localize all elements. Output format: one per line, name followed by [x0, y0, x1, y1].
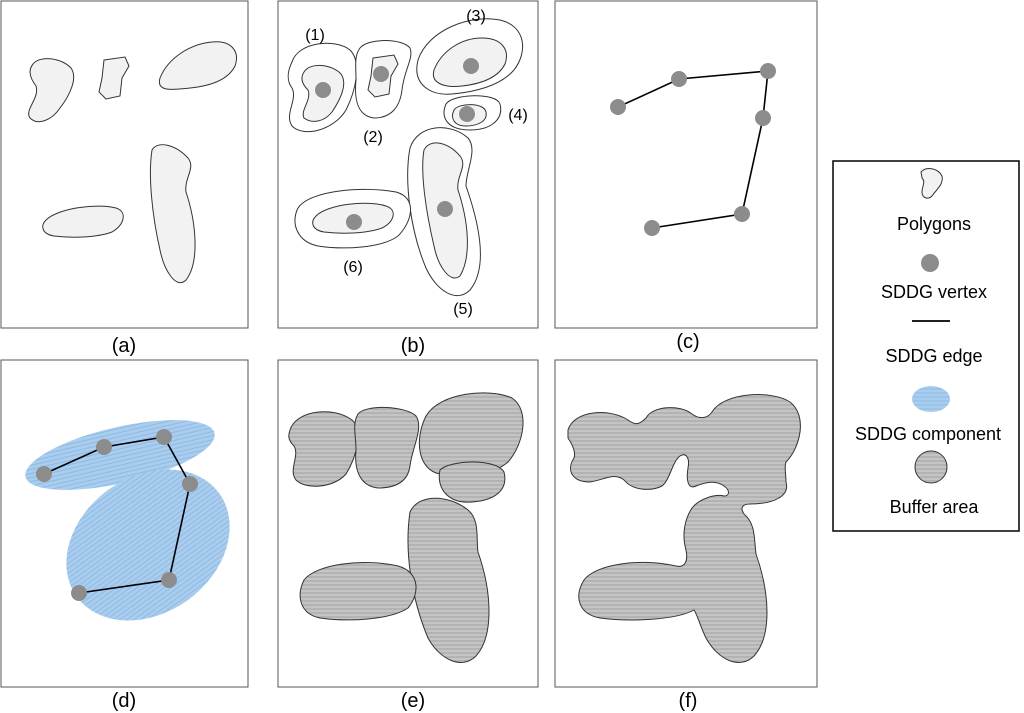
panel-f-caption: (f)	[679, 690, 698, 712]
polygon-6	[42, 205, 124, 238]
vertices-c	[610, 63, 776, 236]
vertex-5	[437, 201, 453, 217]
region-label-6: (6)	[343, 259, 363, 276]
vertex-3	[463, 58, 479, 74]
legend-label-edge: SDDG edge	[885, 346, 982, 366]
sddg-edges-d	[43, 436, 191, 594]
panel-d: (d)	[0, 359, 249, 712]
panel-a: (a)	[0, 0, 249, 357]
vertex-4	[459, 106, 475, 122]
polygon-3	[158, 41, 237, 90]
buffer-shapes-e	[288, 392, 524, 663]
legend: Polygons SDDG vertex SDDG edge SDDG comp…	[832, 160, 1020, 532]
vertices-b	[315, 58, 479, 230]
panel-b: (1) (2) (3) (4) (5) (6) (b)	[277, 0, 539, 357]
component-icon	[912, 386, 950, 412]
region-labels: (1) (2) (3) (4) (5) (6)	[305, 8, 528, 318]
region-label-5: (5)	[453, 301, 473, 318]
sddg-component-2	[66, 469, 230, 621]
panel-c-frame	[554, 0, 818, 329]
region-label-2: (2)	[363, 129, 383, 146]
panel-b-caption: (b)	[401, 335, 425, 357]
panel-c: (c)	[554, 0, 818, 353]
polygon-1	[28, 58, 75, 123]
vertex-2	[373, 66, 389, 82]
polygon-icon	[920, 168, 943, 199]
panel-d-caption: (d)	[112, 690, 136, 712]
vertex-6	[346, 214, 362, 230]
vertex-icon	[921, 254, 939, 272]
legend-label-vertex: SDDG vertex	[881, 282, 987, 302]
region-label-4: (4)	[508, 107, 528, 124]
legend-label-buffer: Buffer area	[890, 497, 980, 517]
polygon-2	[98, 56, 130, 100]
region-label-1: (1)	[305, 27, 325, 44]
legend-label-polygons: Polygons	[897, 214, 971, 234]
polygon-5	[149, 144, 196, 283]
panel-f: (f)	[554, 359, 818, 712]
panel-c-caption: (c)	[676, 331, 699, 353]
vertex-1	[315, 82, 331, 98]
panel-e: (e)	[277, 359, 539, 712]
buffer-icon	[914, 450, 948, 484]
panel-e-caption: (e)	[401, 690, 425, 712]
merged-buffer-area	[567, 394, 801, 663]
vertices-d	[36, 429, 198, 601]
sddg-edges-c	[617, 70, 769, 229]
panel-a-caption: (a)	[112, 335, 136, 357]
region-label-3: (3)	[466, 8, 486, 25]
legend-label-component: SDDG component	[855, 424, 1001, 444]
